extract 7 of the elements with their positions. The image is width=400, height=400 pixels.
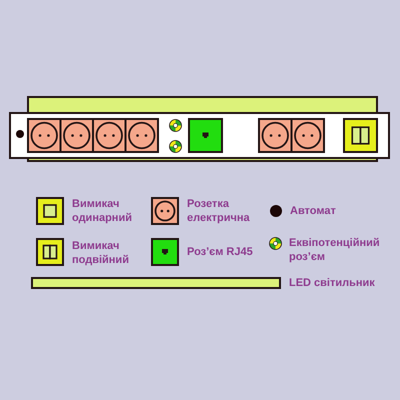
legend-label: Розетка електрична	[187, 197, 251, 225]
legend-label: Вимикач одинарний	[72, 197, 133, 225]
legend-label: Вимикач подвійний	[72, 239, 130, 267]
legend-label: Автомат	[290, 204, 336, 218]
legend-label: Еквіпотенційний роз’єм	[289, 236, 381, 264]
legend-label: Роз’єм RJ45	[187, 245, 253, 259]
legend-label: LED світильник	[289, 276, 375, 290]
